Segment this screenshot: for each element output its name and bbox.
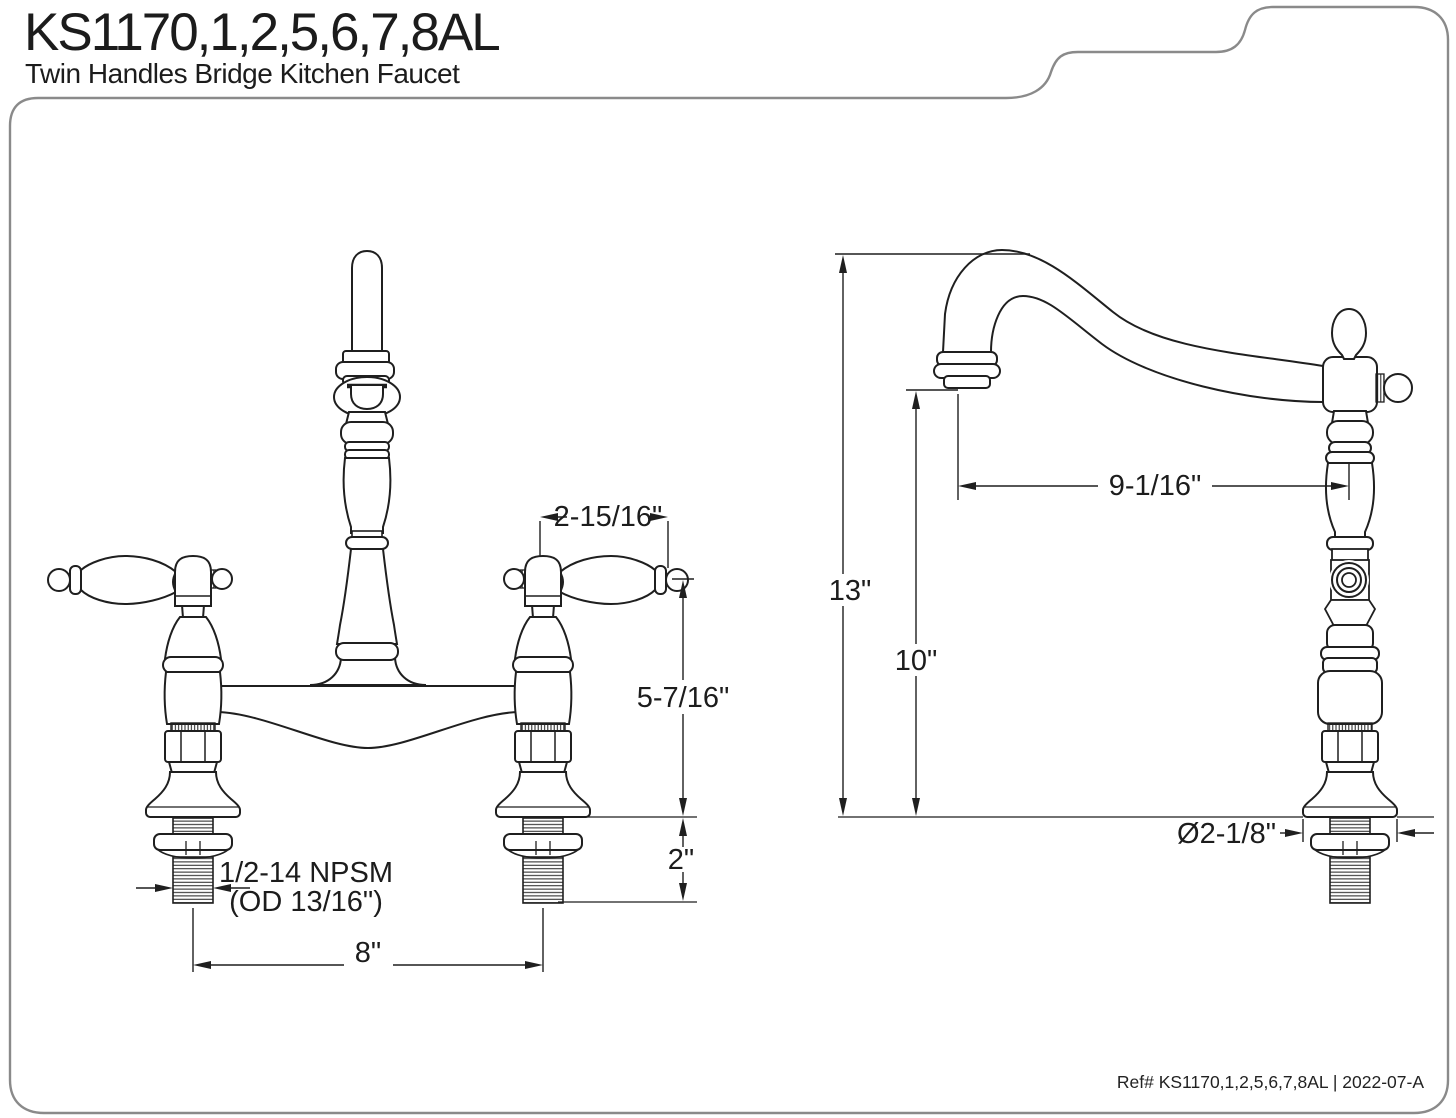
front-view-drawing: 2-15/16" 5-7/16" 2"	[47, 249, 730, 972]
side-column	[1302, 307, 1413, 904]
thread-note-line2: (OD 13/16")	[229, 886, 383, 918]
dim-deck-to-handle-label: 5-7/16"	[637, 682, 730, 714]
page-title: KS1170,1,2,5,6,7,8AL	[24, 3, 501, 62]
dim-handle-reach-label: 2-15/16"	[554, 501, 663, 533]
dim-shank-length	[558, 818, 697, 903]
left-handle	[47, 555, 233, 607]
dim-spout-reach-label: 9-1/16"	[1109, 470, 1202, 502]
dim-base-diameter-label: Ø2-1/8"	[1177, 818, 1276, 850]
dim-thread-note-arrows	[136, 884, 250, 892]
sheet-frame	[8, 5, 1450, 1115]
dim-handle-reach	[539, 513, 669, 568]
dim-overall-height	[835, 253, 1030, 816]
center-spout-column	[309, 249, 427, 686]
dim-spout-height	[906, 389, 958, 816]
reference-number: Ref# KS1170,1,2,5,6,7,8AL | 2022-07-A	[1116, 1072, 1424, 1092]
dim-center-spacing	[192, 908, 544, 972]
dim-base-diameter	[1280, 819, 1434, 842]
right-valve-column	[495, 604, 591, 904]
dim-overall-height-label: 13"	[829, 575, 872, 607]
page-subtitle: Twin Handles Bridge Kitchen Faucet	[25, 58, 460, 89]
bridge-body	[216, 685, 520, 750]
dim-spout-height-label: 10"	[895, 645, 938, 677]
aerator-tip	[943, 375, 991, 389]
valve-body	[1322, 356, 1378, 413]
side-view-drawing: 13" 10" 9-1/16"	[829, 248, 1434, 904]
thread-note-line1: 1/2-14 NPSM	[219, 857, 393, 889]
dim-center-spacing-label: 8"	[355, 937, 381, 969]
dim-deck-to-handle	[562, 578, 697, 818]
side-ball-finial	[1383, 373, 1413, 403]
top-finial	[1330, 307, 1368, 360]
dim-shank-length-label: 2"	[668, 844, 694, 876]
right-handle	[503, 555, 689, 607]
spout	[933, 248, 1324, 404]
dim-spout-reach	[957, 394, 1350, 500]
